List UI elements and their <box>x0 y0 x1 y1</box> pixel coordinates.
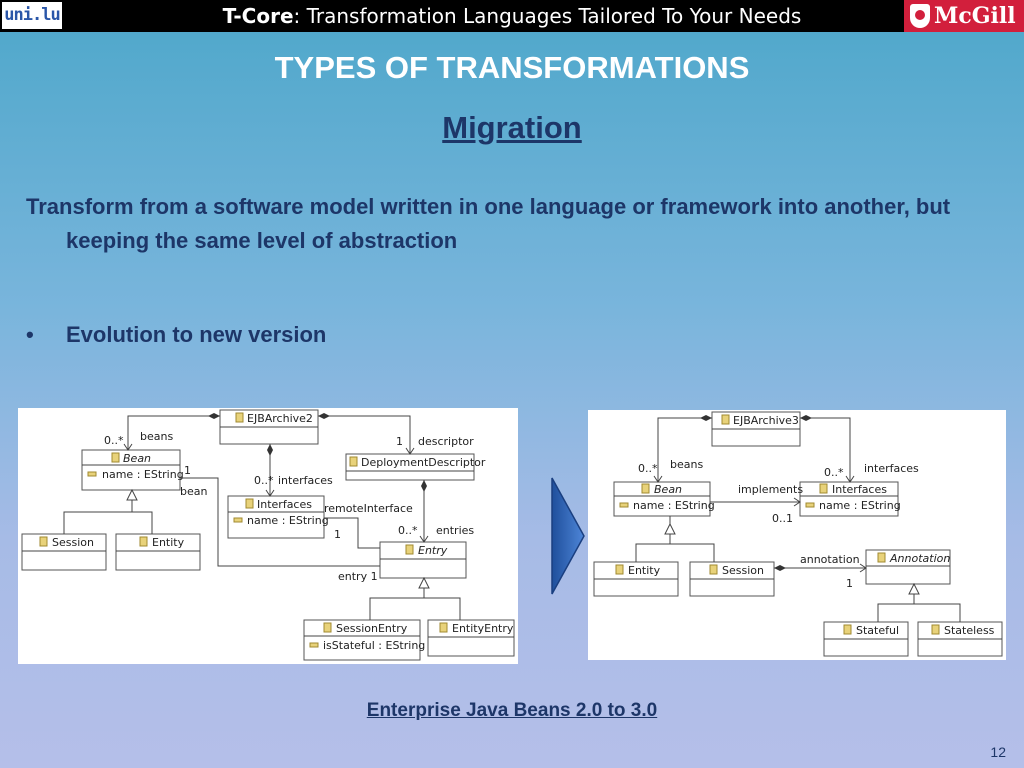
class-stateless-label: Stateless <box>944 624 995 637</box>
beans-multiplicity: 0..* <box>638 462 658 475</box>
class-ejbarchive3-label: EJBArchive3 <box>733 414 799 427</box>
bean-multiplicity: 1 <box>184 464 191 477</box>
class-entity-label: Entity <box>152 536 185 549</box>
bean-attr: name : EString <box>633 499 715 512</box>
class-session <box>21 533 107 571</box>
class-interfaces-label: Interfaces <box>832 483 887 496</box>
class-session-label: Session <box>722 564 764 577</box>
bean-attr: name : EString <box>102 468 184 481</box>
transformation-arrow-icon <box>551 477 585 595</box>
attribute-icon <box>619 502 629 508</box>
descriptor-label: descriptor <box>418 435 474 448</box>
class-icon <box>843 624 852 635</box>
slide-paragraph: Transform from a software model written … <box>26 194 951 253</box>
mcgill-logo-text: McGill <box>934 3 1016 29</box>
page-number: 12 <box>990 744 1006 760</box>
bean-label: bean <box>180 485 207 498</box>
class-deploymentdescriptor-label: DeploymentDescriptor <box>361 456 486 469</box>
descriptor-multiplicity: 1 <box>396 435 403 448</box>
class-stateful-label: Stateful <box>856 624 899 637</box>
class-icon <box>615 564 624 575</box>
class-icon <box>111 452 120 463</box>
class-icon <box>819 483 828 494</box>
beans-multiplicity: 0..* <box>104 434 124 447</box>
mcgill-logo: McGill <box>904 0 1024 32</box>
class-annotation-label: Annotation <box>889 552 950 565</box>
class-entity <box>115 533 201 571</box>
class-interfaces <box>227 495 325 539</box>
header-bar: uni.lu T-Core: Transformation Languages … <box>0 0 1024 32</box>
header-title-rest: : Transformation Languages Tailored To Y… <box>293 4 802 28</box>
uni-lu-logo: uni.lu <box>2 2 62 29</box>
class-deploymentdescriptor <box>345 453 475 481</box>
class-icon <box>439 622 448 633</box>
header-title: T-Core: Transformation Languages Tailore… <box>0 0 1024 32</box>
class-interfaces <box>799 481 899 517</box>
interfaces-multiplicity: 0..* <box>824 466 844 479</box>
class-icon <box>39 536 48 547</box>
attribute-icon <box>309 642 319 648</box>
interfaces-label: interfaces <box>864 462 919 475</box>
class-bean <box>613 481 711 517</box>
implements-multiplicity: 0..1 <box>772 512 793 525</box>
class-entity-label: Entity <box>628 564 661 577</box>
figure-caption-link[interactable]: Enterprise Java Beans 2.0 to 3.0 <box>366 700 658 721</box>
attribute-icon <box>87 471 97 477</box>
entries-multiplicity: 0..* <box>398 524 418 537</box>
class-ejbarchive2-label: EJBArchive2 <box>247 412 313 425</box>
class-entry <box>379 541 467 579</box>
implements-label: implements <box>738 483 803 496</box>
sessionentry-attr: isStateful : EString <box>323 639 425 652</box>
class-bean-label: Bean <box>654 483 682 496</box>
beans-label: beans <box>140 430 173 443</box>
interfaces-attr: name : EString <box>819 499 901 512</box>
annotation-label: annotation <box>800 553 860 566</box>
annotation-multiplicity: 1 <box>846 577 853 590</box>
class-icon <box>405 544 414 555</box>
uml-diagram-ejb2: EJBArchive2 Bean name : EString Deployme… <box>18 408 518 664</box>
remote-interface-multiplicity: 1 <box>334 528 341 541</box>
class-bean <box>81 449 181 491</box>
remote-interface-label: remoteInterface <box>324 502 413 515</box>
uml-diagram-ejb3: EJBArchive3 Bean name : EString Interfac… <box>588 410 1006 660</box>
bullet-text: Evolution to new version <box>66 322 327 347</box>
class-session-label: Session <box>52 536 94 549</box>
class-icon <box>349 456 358 467</box>
class-icon <box>721 414 730 425</box>
class-icon <box>931 624 940 635</box>
entry-label: entry 1 <box>338 570 378 583</box>
interfaces-attr: name : EString <box>247 514 329 527</box>
slide-title: TYPES OF TRANSFORMATIONS <box>274 50 750 85</box>
attribute-icon <box>233 517 243 523</box>
class-entityentry-label: EntityEntry <box>452 622 514 635</box>
class-interfaces-label: Interfaces <box>257 498 312 511</box>
interfaces-label: interfaces <box>278 474 333 487</box>
beans-label: beans <box>670 458 703 471</box>
class-icon <box>235 412 244 423</box>
mcgill-crest-icon <box>910 4 930 28</box>
interfaces-multiplicity: 0..* <box>254 474 274 487</box>
class-icon <box>245 498 254 509</box>
class-icon <box>709 564 718 575</box>
class-icon <box>877 552 886 563</box>
attribute-icon <box>805 502 815 508</box>
class-bean-label: Bean <box>123 452 151 465</box>
class-entry-label: Entry <box>418 544 448 557</box>
class-icon <box>139 536 148 547</box>
class-icon <box>323 622 332 633</box>
class-sessionentry-label: SessionEntry <box>336 622 408 635</box>
bullet-item: • Evolution to new version <box>26 322 326 348</box>
entries-label: entries <box>436 524 474 537</box>
bullet-icon: • <box>26 322 34 347</box>
header-title-bold: T-Core <box>222 4 294 28</box>
slide-subtitle: Migration <box>442 110 582 145</box>
class-sessionentry <box>303 619 421 661</box>
class-icon <box>641 483 650 494</box>
